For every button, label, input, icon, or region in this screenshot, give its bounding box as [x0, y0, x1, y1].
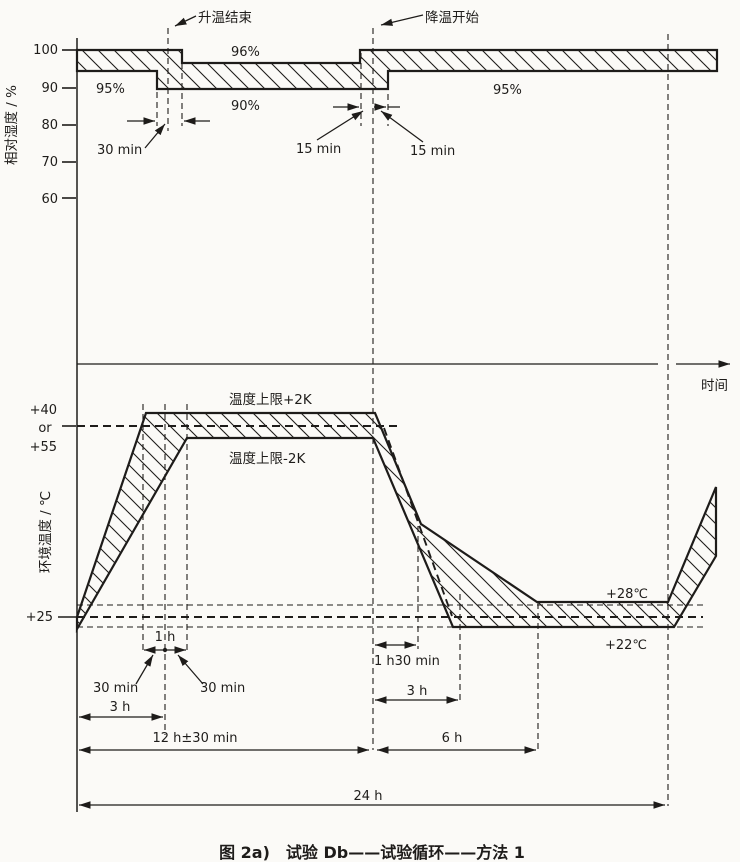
- temperature-axis-title: 环境温度 / ℃: [38, 491, 54, 573]
- humidity-axis-ticks: [62, 49, 76, 199]
- axes: [58, 38, 730, 812]
- dim-15min-left-label: 15 min: [296, 142, 341, 157]
- band-90-label: 90%: [231, 99, 260, 114]
- leader-30min-left: [135, 654, 154, 685]
- plus28-label: +28℃: [606, 587, 648, 602]
- leader-rise-end: [174, 15, 197, 27]
- plus22-label: +22℃: [605, 638, 647, 653]
- figure-caption: 图 2a) 试验 Db——试验循环——方法 1: [219, 843, 525, 862]
- dim-30min-label: 30 min: [97, 143, 142, 158]
- humidity-tolerance-band: [75, 48, 719, 91]
- tick-plus25: +25: [26, 610, 53, 625]
- dim-30min-left-label: 30 min: [93, 681, 138, 696]
- dim-12h-label: 12 h±30 min: [153, 731, 238, 746]
- dim-1h-label: 1 h: [155, 630, 176, 645]
- leader-30min-right: [177, 654, 204, 685]
- dim-3h-left-label: 3 h: [110, 700, 131, 715]
- upper-limit-plus2k-label: 温度上限+2K: [229, 392, 313, 408]
- humidity-text: 100 90 80 70 60 相对湿度 / % 升温结束 降温开始 95% 9…: [4, 10, 728, 394]
- tick-100: 100: [33, 43, 58, 58]
- dim-30min-right-label: 30 min: [200, 681, 245, 696]
- tick-70: 70: [41, 155, 58, 170]
- tick-60: 60: [41, 192, 58, 207]
- temperature-tolerance-band: [75, 411, 718, 634]
- temperature-dimensions: [79, 641, 665, 809]
- humidity-dimensions: [127, 14, 424, 149]
- leader-15min-right: [380, 110, 424, 143]
- tick-90: 90: [41, 81, 58, 96]
- dim-3h-right-label: 3 h: [407, 684, 428, 699]
- upper-limit-minus2k-label: 温度上限-2K: [229, 451, 306, 467]
- dim-1h-center-dot: [162, 647, 168, 653]
- leader-15min-left: [316, 110, 364, 141]
- fall-start-label: 降温开始: [425, 10, 479, 26]
- tick-plus40: +40: [30, 403, 57, 418]
- dim-1h30min-label: 1 h30 min: [374, 654, 440, 669]
- band-95-left-label: 95%: [96, 82, 125, 97]
- temperature-text: +40 or +55 +25 环境温度 / ℃ 温度上限+2K 温度上限-2K …: [26, 392, 648, 804]
- tick-plus55: +55: [30, 440, 57, 455]
- band-96-label: 96%: [231, 45, 260, 60]
- vertical-construction-lines: [142, 28, 669, 806]
- tick-80: 80: [41, 118, 58, 133]
- rise-end-label: 升温结束: [198, 10, 252, 26]
- time-axis-label: 时间: [701, 378, 728, 394]
- leader-30min: [144, 123, 166, 149]
- tick-or: or: [38, 421, 52, 436]
- humidity-axis-title: 相对湿度 / %: [4, 85, 20, 165]
- dim-6h-label: 6 h: [442, 731, 463, 746]
- temperature-axis-ticks: [58, 425, 76, 618]
- band-95-right-label: 95%: [493, 83, 522, 98]
- leader-fall-start: [380, 14, 424, 26]
- dim-24h-label: 24 h: [354, 789, 383, 804]
- dim-15min-right-label: 15 min: [410, 144, 455, 159]
